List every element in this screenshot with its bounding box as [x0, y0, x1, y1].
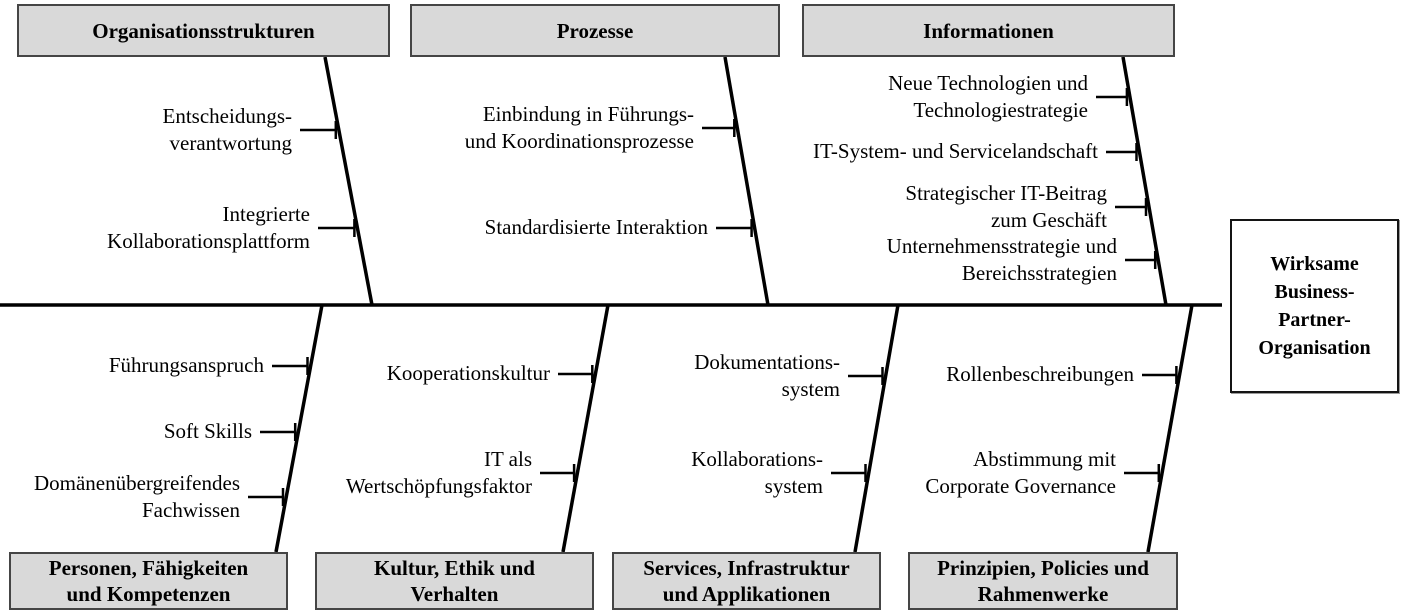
cause-label: Strategischer IT-Beitrag zum Geschäft: [905, 181, 1107, 232]
bone-organisationsstrukturen: [323, 56, 374, 306]
cause-label: Neue Technologien und Technologiestrateg…: [888, 71, 1088, 122]
bone-prozesse: [723, 56, 770, 306]
cause-label: Rollenbeschreibungen: [946, 362, 1134, 386]
bone-prinzipien: [1146, 304, 1194, 553]
category-kultur-ethik-verhalten: Kultur, Ethik und Verhalten: [315, 552, 594, 610]
cause-label: IT als Wertschöpfungsfaktor: [345, 447, 532, 498]
bone-personen: [274, 304, 324, 553]
effect-box: Wirksame Business- Partner- Organisation: [1230, 219, 1399, 393]
cause-label: Führungsanspruch: [108, 353, 264, 377]
category-services-infrastruktur-applikationen: Services, Infrastruktur und Applikatione…: [612, 552, 881, 610]
cause-label: Dokumentations- system: [694, 350, 840, 401]
cause-label: Standardisierte Interaktion: [484, 215, 708, 239]
cause-label: Integrierte Kollaborationsplattform: [107, 202, 310, 253]
cause-label: Soft Skills: [163, 419, 252, 443]
cause-label: Kooperationskultur: [386, 361, 550, 385]
bone-informationen: [1121, 56, 1168, 306]
cause-label: IT-System- und Servicelandschaft: [813, 139, 1098, 163]
category-prinzipien-policies-rahmenwerke: Prinzipien, Policies und Rahmenwerke: [908, 552, 1178, 610]
category-prozesse: Prozesse: [410, 4, 780, 57]
cause-label: Unternehmensstrategie und Bereichsstrate…: [886, 234, 1117, 285]
bone-services: [853, 304, 900, 553]
category-organisationsstrukturen: Organisationsstrukturen: [17, 4, 390, 57]
category-informationen: Informationen: [802, 4, 1175, 57]
cause-label: Kollaborations- system: [691, 447, 823, 498]
cause-label: Entscheidungs- verantwortung: [162, 104, 292, 155]
bone-kultur: [561, 304, 610, 553]
cause-label: Domänenübergreifendes Fachwissen: [33, 471, 240, 522]
category-personen-faehigkeiten-kompetenzen: Personen, Fähigkeiten und Kompetenzen: [9, 552, 288, 610]
cause-label: Abstimmung mit Corporate Governance: [925, 447, 1116, 498]
cause-label: Einbindung in Führungs- und Koordination…: [464, 102, 694, 153]
